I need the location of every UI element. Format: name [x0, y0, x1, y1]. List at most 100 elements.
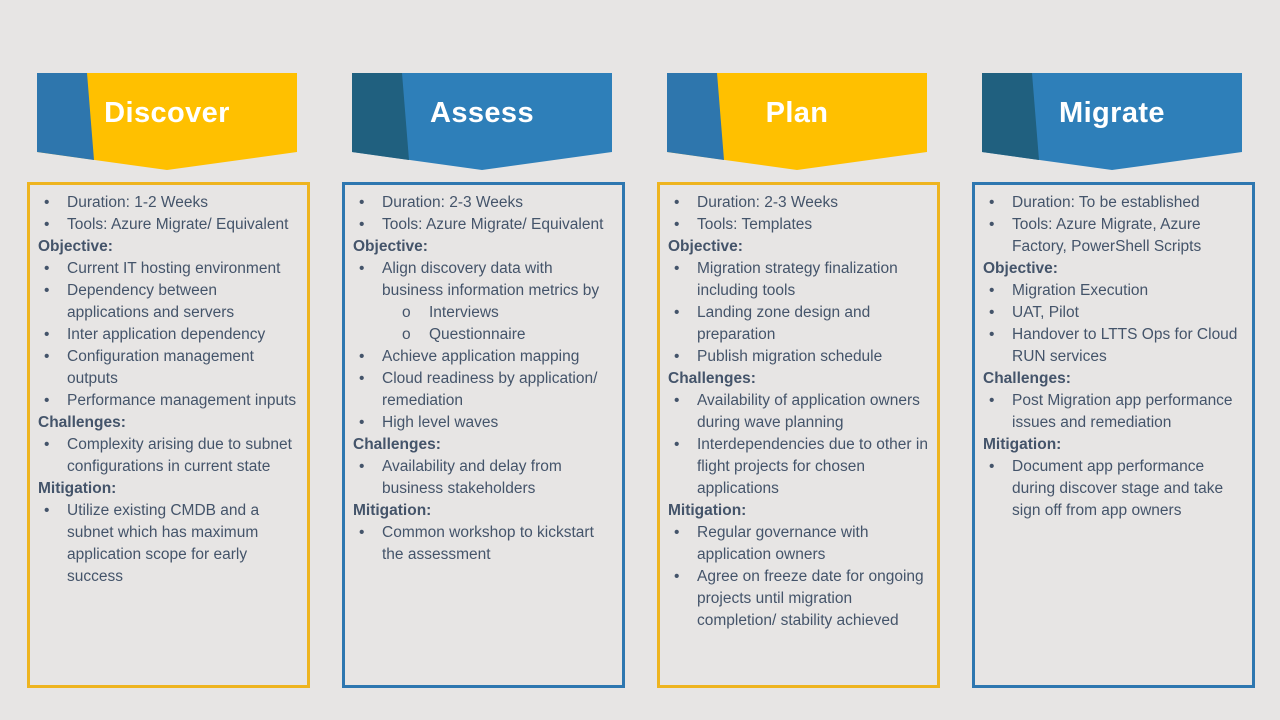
list-item-text: Align discovery data with business infor… — [382, 260, 600, 299]
bullet-marker: • — [674, 348, 680, 365]
list-item: •Common workshop to kickstart the assess… — [353, 522, 617, 566]
phase-column: Assess • Duration: 2-3 Weeks • Tools: Azure… — [342, 73, 625, 688]
list-item-text: Complexity arising due to subnet configu… — [67, 436, 292, 475]
bullet-marker: • — [989, 392, 995, 409]
phase-title: Migrate — [1059, 96, 1165, 129]
phase-details-box: • Duration: To be established • Tools: Azur… — [972, 182, 1255, 688]
list-item-text: Achieve application mapping — [382, 348, 580, 365]
list-item: •Cloud readiness by application/ remedia… — [353, 368, 617, 412]
list-item-text: Duration: 2-3 Weeks — [697, 194, 838, 211]
banner-accent-fold — [352, 73, 409, 160]
list-item-text: UAT, Pilot — [1012, 304, 1079, 321]
section-heading: Challenges: — [668, 370, 756, 387]
banner-ribbon-shape — [667, 73, 927, 170]
section-heading: Mitigation: — [983, 436, 1062, 453]
phase-title: Assess — [430, 96, 534, 129]
bullet-marker: • — [44, 260, 50, 277]
list-item-text: Configuration management outputs — [67, 348, 254, 387]
section-heading: Challenges: — [983, 370, 1071, 387]
list-item-text: Utilize existing CMDB and a subnet which… — [67, 502, 260, 585]
list-item-text: Interdependencies due to other in flight… — [697, 436, 928, 497]
section-heading: Objective: — [668, 238, 743, 255]
list-item: •Regular governance with application own… — [668, 522, 932, 566]
list-item: • Post Migration app performance issues a… — [983, 390, 1247, 434]
phase-item-list: • Duration: To be established • Tools: Azur… — [983, 192, 1247, 522]
list-item-text: Dependency between applications and serv… — [67, 282, 235, 321]
sub-bullet-marker: o — [402, 304, 411, 321]
list-item: •Dependency between applications and ser… — [38, 280, 302, 324]
list-item: •Migration Execution — [983, 280, 1247, 302]
section-heading: Objective: — [38, 238, 113, 255]
banner-ribbon-shape — [37, 73, 297, 170]
list-item: •Migration strategy finalization includi… — [668, 258, 932, 302]
bullet-marker: • — [359, 216, 365, 233]
list-item: • Interdependencies due to other in fligh… — [668, 434, 932, 500]
phase-details-box: • Duration: 2-3 Weeks • Tools: Azure Migrat… — [342, 182, 625, 688]
list-item-text: High level waves — [382, 414, 499, 431]
section-heading: Mitigation: — [38, 480, 117, 497]
list-item: •Duration: 1-2 Weeks — [38, 192, 302, 214]
phase-details-box: •Duration: 1-2 Weeks•Tools: Azure Migrat… — [27, 182, 310, 688]
list-item: • Duration: 2-3 Weeks — [668, 192, 932, 214]
banner-ribbon-shape — [352, 73, 612, 170]
section-heading: Challenges: — [38, 414, 126, 431]
phase-item-list: •Duration: 1-2 Weeks•Tools: Azure Migrat… — [38, 192, 302, 588]
bullet-marker: • — [44, 326, 50, 343]
list-item-text: Duration: 2-3 Weeks — [382, 194, 523, 211]
bullet-marker: • — [674, 194, 680, 211]
section-heading: Mitigation: — [353, 502, 432, 519]
list-item-text: Duration: To be established — [1012, 194, 1200, 211]
banner-accent-fold — [982, 73, 1039, 160]
bullet-marker: • — [989, 216, 995, 233]
phase-title: Discover — [104, 96, 230, 129]
section-heading: Objective: — [353, 238, 428, 255]
list-item-text: Agree on freeze date for ongoing project… — [697, 568, 924, 629]
list-item: •High level waves — [353, 412, 617, 434]
phase-column: Discover •Duration: 1-2 Weeks•Tools: Azu… — [27, 73, 310, 688]
bullet-marker: • — [44, 392, 50, 409]
list-item: •Performance management inputs — [38, 390, 302, 412]
list-item-text: Common workshop to kickstart the assessm… — [382, 524, 594, 563]
banner-accent-fold — [37, 73, 94, 160]
bullet-marker: • — [674, 304, 680, 321]
list-item: •Agree on freeze date for ongoing projec… — [668, 566, 932, 632]
list-item: • Handover to LTTS Ops for Cloud RUN serv… — [983, 324, 1247, 368]
banner-chevron — [667, 73, 927, 170]
list-item-text: Current IT hosting environment — [67, 260, 281, 277]
bullet-marker: • — [989, 194, 995, 211]
list-item-text: Handover to LTTS Ops for Cloud RUN servi… — [1012, 326, 1238, 365]
list-item: •Landing zone design and preparation — [668, 302, 932, 346]
bullet-marker: • — [359, 194, 365, 211]
bullet-marker: • — [989, 458, 995, 475]
list-item-text: Tools: Templates — [697, 216, 813, 233]
list-item: •Tools: Azure Migrate/ Equivalent — [38, 214, 302, 236]
list-item: •Achieve application mapping — [353, 346, 617, 368]
list-item-text: Questionnaire — [429, 326, 526, 343]
list-item-text: Inter application dependency — [67, 326, 266, 343]
list-item: • Current IT hosting environment — [38, 258, 302, 280]
list-item-text: Document app performance during discover… — [1012, 458, 1224, 519]
bullet-marker: • — [674, 392, 680, 409]
section-heading: Objective: — [983, 260, 1058, 277]
list-item-text: Post Migration app performance issues an… — [1012, 392, 1233, 431]
list-item: • Duration: To be established — [983, 192, 1247, 214]
list-item: •Publish migration schedule — [668, 346, 932, 368]
list-item-text: Tools: Azure Migrate, Azure Factory, Pow… — [1012, 216, 1202, 255]
phase-column: Migrate • Duration: To be established • Too… — [972, 73, 1255, 688]
list-item: •UAT, Pilot — [983, 302, 1247, 324]
bullet-marker: • — [989, 282, 995, 299]
phase-column: Plan •Duration: 2-3 Weeks•Tools: Templat… — [657, 73, 940, 688]
bullet-marker: • — [674, 436, 680, 453]
list-item-text: Regular governance with application owne… — [697, 524, 869, 563]
list-item-text: Tools: Azure Migrate/ Equivalent — [382, 216, 604, 233]
bullet-marker: • — [44, 348, 50, 365]
banner-accent-fold — [667, 73, 724, 160]
banner-chevron — [982, 73, 1242, 170]
list-item: • Inter application dependency — [38, 324, 302, 346]
bullet-marker: • — [359, 370, 365, 387]
bullet-marker: • — [44, 216, 50, 233]
bullet-marker: • — [989, 326, 995, 343]
